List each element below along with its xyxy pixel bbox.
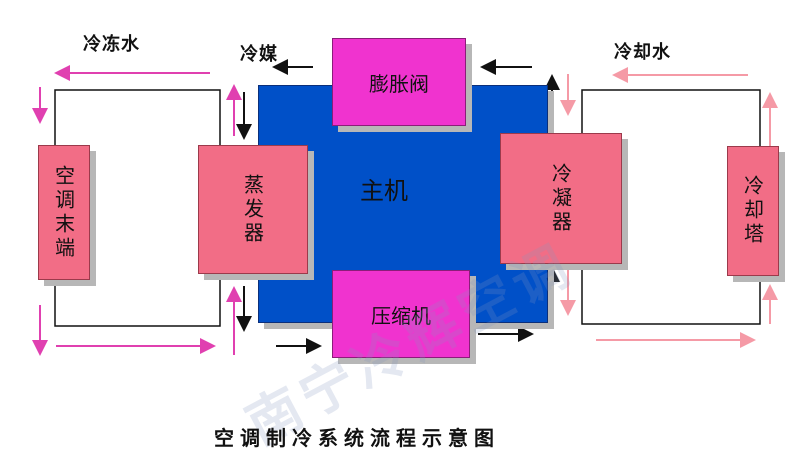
refrigerant-label: 冷媒 — [240, 44, 278, 65]
cooling-tower-box: 冷却塔 — [727, 146, 779, 276]
cooling-tower-label: 冷却塔 — [740, 175, 765, 247]
main-unit-label: 主机 — [360, 176, 408, 205]
refrigerant-arrows — [236, 59, 560, 354]
evaporator-box: 蒸发器 — [198, 145, 308, 274]
cooling-water-arrows — [560, 67, 778, 348]
evaporator-label: 蒸发器 — [240, 173, 265, 246]
terminal-label: 空调末端 — [51, 164, 76, 261]
chilled-water-arrows — [32, 65, 242, 356]
diagram-caption: 空调制冷系统流程示意图 — [214, 426, 500, 450]
condenser-label: 冷凝器 — [548, 162, 573, 235]
expansion-valve-label: 膨胀阀 — [369, 71, 429, 96]
expansion-valve-box: 膨胀阀 — [332, 38, 466, 126]
cooling-water-label: 冷却水 — [614, 42, 671, 63]
compressor-label: 压缩机 — [371, 303, 431, 328]
compressor-box: 压缩机 — [332, 270, 470, 358]
condenser-box: 冷凝器 — [500, 133, 622, 264]
chilled-water-label: 冷冻水 — [83, 34, 140, 55]
terminal-box: 空调末端 — [38, 145, 90, 280]
